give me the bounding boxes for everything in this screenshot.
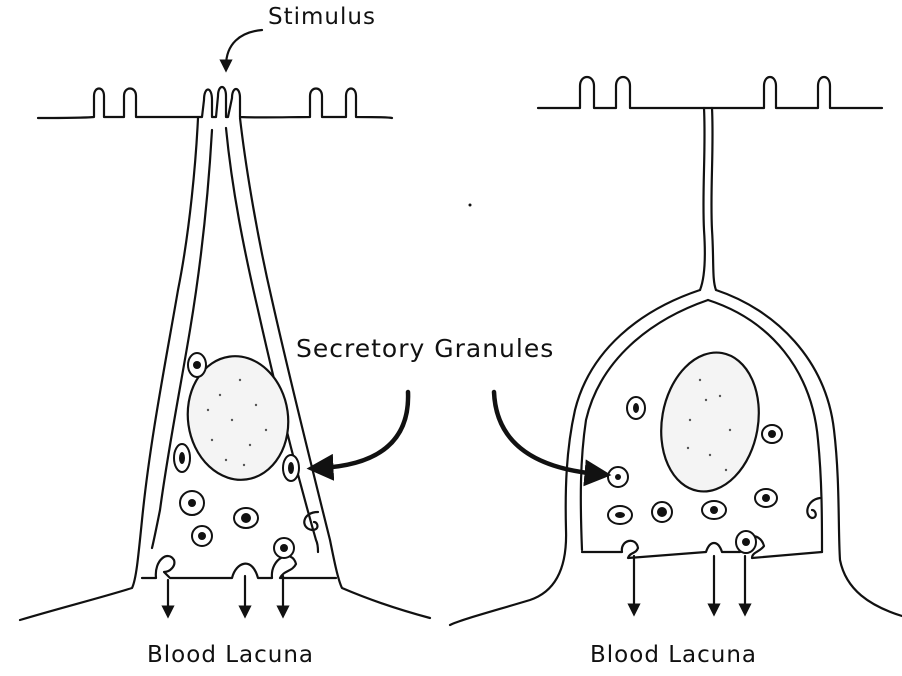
left-apical-membrane xyxy=(38,87,392,118)
stimulus-arrow xyxy=(226,30,262,66)
secretory-granules-label: Secretory Granules xyxy=(296,334,554,363)
blood-lacuna-left-label: Blood Lacuna xyxy=(147,642,314,668)
stray-dot xyxy=(469,204,472,207)
right-cell-stalk-right xyxy=(711,108,716,290)
stimulus-label: Stimulus xyxy=(268,4,376,30)
left-basal-membrane xyxy=(142,556,336,578)
right-cell-stalk-left xyxy=(700,108,705,290)
left-cell-outer-right-wall xyxy=(240,118,430,618)
granules-pointer-arrow-left xyxy=(320,392,408,468)
right-nucleus xyxy=(651,345,770,500)
right-side-pocket xyxy=(807,498,820,518)
right-basal-membrane xyxy=(582,536,822,558)
left-cell-inner-left-wall xyxy=(152,130,212,548)
blood-lacuna-right-label: Blood Lacuna xyxy=(590,642,757,668)
left-cell-outer-left-wall xyxy=(20,118,198,620)
right-apical-membrane xyxy=(538,77,882,108)
